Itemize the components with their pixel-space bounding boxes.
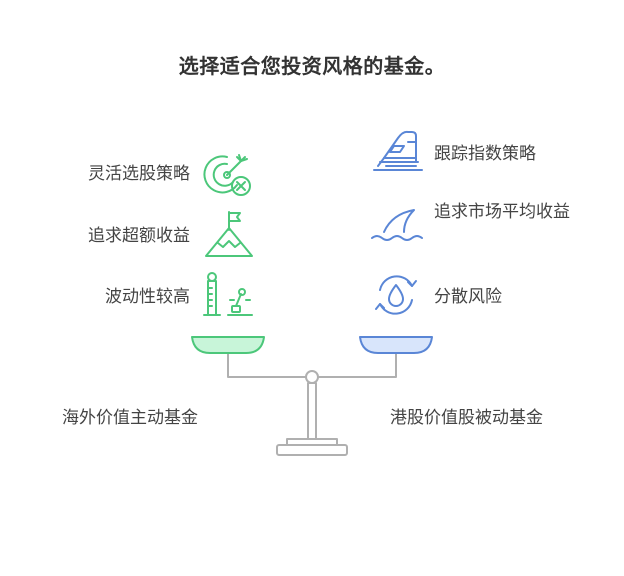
mountain-flag-icon: [205, 211, 253, 257]
left-fund-label: 海外价值主动基金: [62, 408, 198, 428]
left-item-label-1: 灵活选股策略: [88, 164, 190, 184]
test-strength-icon: [203, 272, 253, 316]
train-icon: [373, 130, 423, 171]
shark-fin-icon: [371, 209, 423, 241]
right-item-label-1: 跟踪指数策略: [434, 144, 536, 164]
left-scale-pan: [191, 336, 265, 354]
page-title: 选择适合您投资风格的基金。: [178, 54, 446, 78]
left-item-label-2: 追求超额收益: [88, 226, 190, 246]
scale-post: [307, 382, 317, 440]
scale-pivot: [305, 370, 319, 384]
target-icon: [203, 154, 251, 196]
left-item-label-3: 波动性较高: [105, 287, 190, 307]
right-item-label-2: 追求市场平均收益: [434, 202, 570, 222]
right-scale-pan: [359, 336, 433, 354]
scale-base: [276, 444, 348, 456]
water-cycle-icon: [375, 275, 417, 315]
right-item-label-3: 分散风险: [434, 287, 502, 307]
right-fund-label: 港股价值股被动基金: [390, 408, 543, 428]
